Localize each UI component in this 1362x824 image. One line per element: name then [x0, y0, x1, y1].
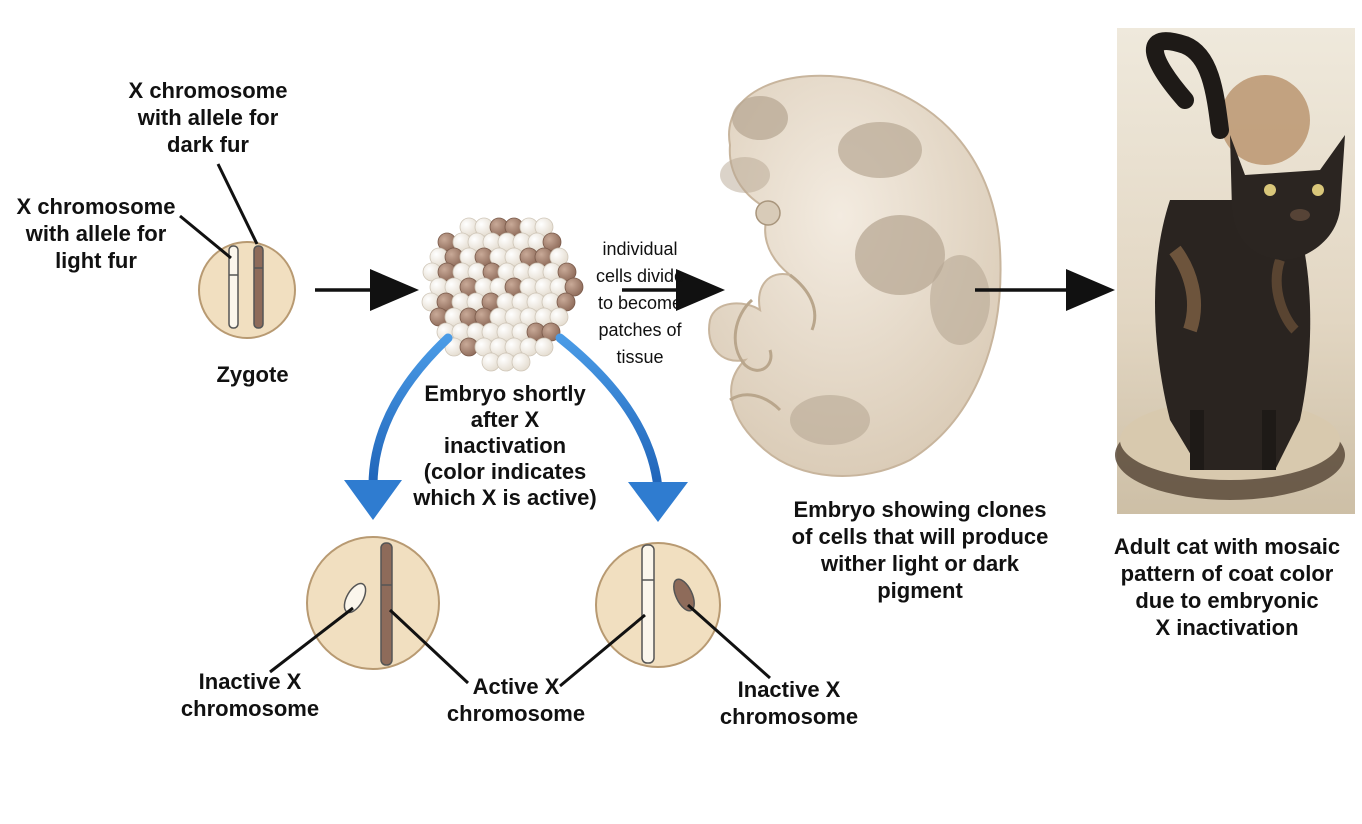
embryo-cell-light [549, 307, 569, 327]
label-active-x: Active X chromosome [446, 674, 586, 726]
cell-light-active [306, 536, 440, 670]
leader-line-active-right [559, 613, 646, 688]
label-inactive-x-left: Inactive X chromosome [180, 669, 320, 721]
leader-line-inactive-right [687, 603, 771, 680]
embryo-cell-light [511, 352, 531, 372]
label-x-light-allele: X chromosome with allele for light fur [16, 194, 176, 273]
label-inactive-x-right: Inactive X chromosome [719, 677, 859, 729]
cell-dark-active [595, 542, 721, 668]
active-x-chromosome-light [641, 544, 655, 664]
light-allele-chromosome [228, 245, 239, 329]
label-cells-divide: individual cells divide to become patche… [595, 239, 685, 367]
label-early-embryo: Embryo shortly after X inactivation (col… [413, 381, 597, 510]
label-adult-cat: Adult cat with mosaic pattern of coat co… [1113, 534, 1341, 640]
leader-line-inactive-left [269, 606, 354, 674]
cat-photo-icon [1115, 28, 1355, 514]
blue-arrow-right [555, 333, 688, 522]
label-zygote: Zygote [216, 362, 289, 387]
leader-line-dark-allele [216, 163, 259, 245]
label-embryo-clones: Embryo showing clones of cells that will… [791, 497, 1049, 603]
inactive-x-chromosome-dark [673, 578, 695, 612]
embryo-illustration-icon [708, 74, 1002, 477]
blue-arrow-left [344, 333, 453, 520]
embryo-cell-light [534, 337, 554, 357]
label-x-dark-allele: X chromosome with allele for dark fur [128, 78, 288, 157]
early-embryo-ball [421, 217, 584, 372]
embryo-cell-dark [564, 277, 584, 297]
dark-allele-chromosome [253, 245, 264, 329]
zygote-cell [198, 241, 296, 339]
leader-line-light-allele [179, 214, 232, 260]
leader-line-active-left [388, 608, 470, 685]
active-x-chromosome-dark [380, 542, 393, 666]
